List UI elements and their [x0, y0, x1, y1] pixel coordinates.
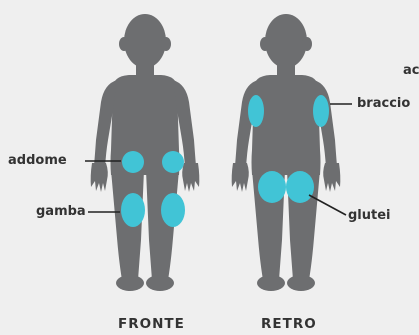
front-view-caption: FRONTE: [118, 316, 185, 332]
arm-right-site: [313, 95, 329, 127]
leg-left-site: [121, 193, 145, 227]
leg-label: gamba: [36, 204, 86, 220]
back-view-caption: RETRO: [261, 316, 317, 332]
abdomen-left-site: [122, 151, 144, 173]
leg-right-site: [161, 193, 185, 227]
partial-label-right-edge: ac: [403, 63, 419, 79]
abdomen-right-site: [162, 151, 184, 173]
buttocks-left-site: [258, 171, 286, 203]
arm-label: braccio: [357, 96, 410, 112]
abdomen-label: addome: [8, 153, 67, 169]
arm-left-site: [248, 95, 264, 127]
buttocks-right-site: [286, 171, 314, 203]
buttocks-label: glutei: [348, 208, 391, 224]
